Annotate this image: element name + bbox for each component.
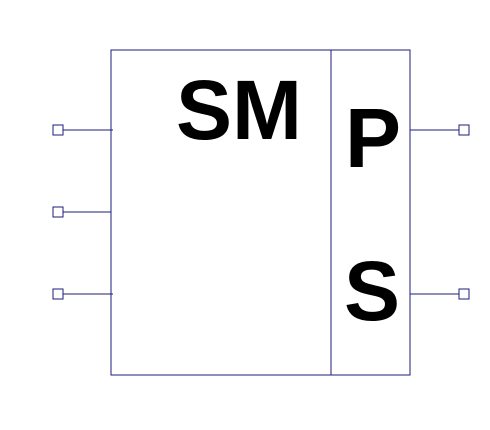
pin-terminal[interactable] — [458, 288, 470, 300]
main-label: SM — [176, 63, 302, 157]
pin-terminal[interactable] — [458, 124, 470, 136]
left-pin-2[interactable] — [52, 206, 111, 218]
pin-terminal[interactable] — [52, 124, 64, 136]
right-pin-2[interactable] — [410, 288, 470, 300]
left-pin-3[interactable] — [52, 288, 113, 300]
right-pin-1[interactable] — [410, 124, 470, 136]
top-right-label: P — [345, 91, 401, 185]
left-pin-1[interactable] — [52, 124, 113, 136]
pin-terminal[interactable] — [52, 206, 64, 218]
pin-terminal[interactable] — [52, 288, 64, 300]
bottom-right-label: S — [344, 244, 400, 338]
